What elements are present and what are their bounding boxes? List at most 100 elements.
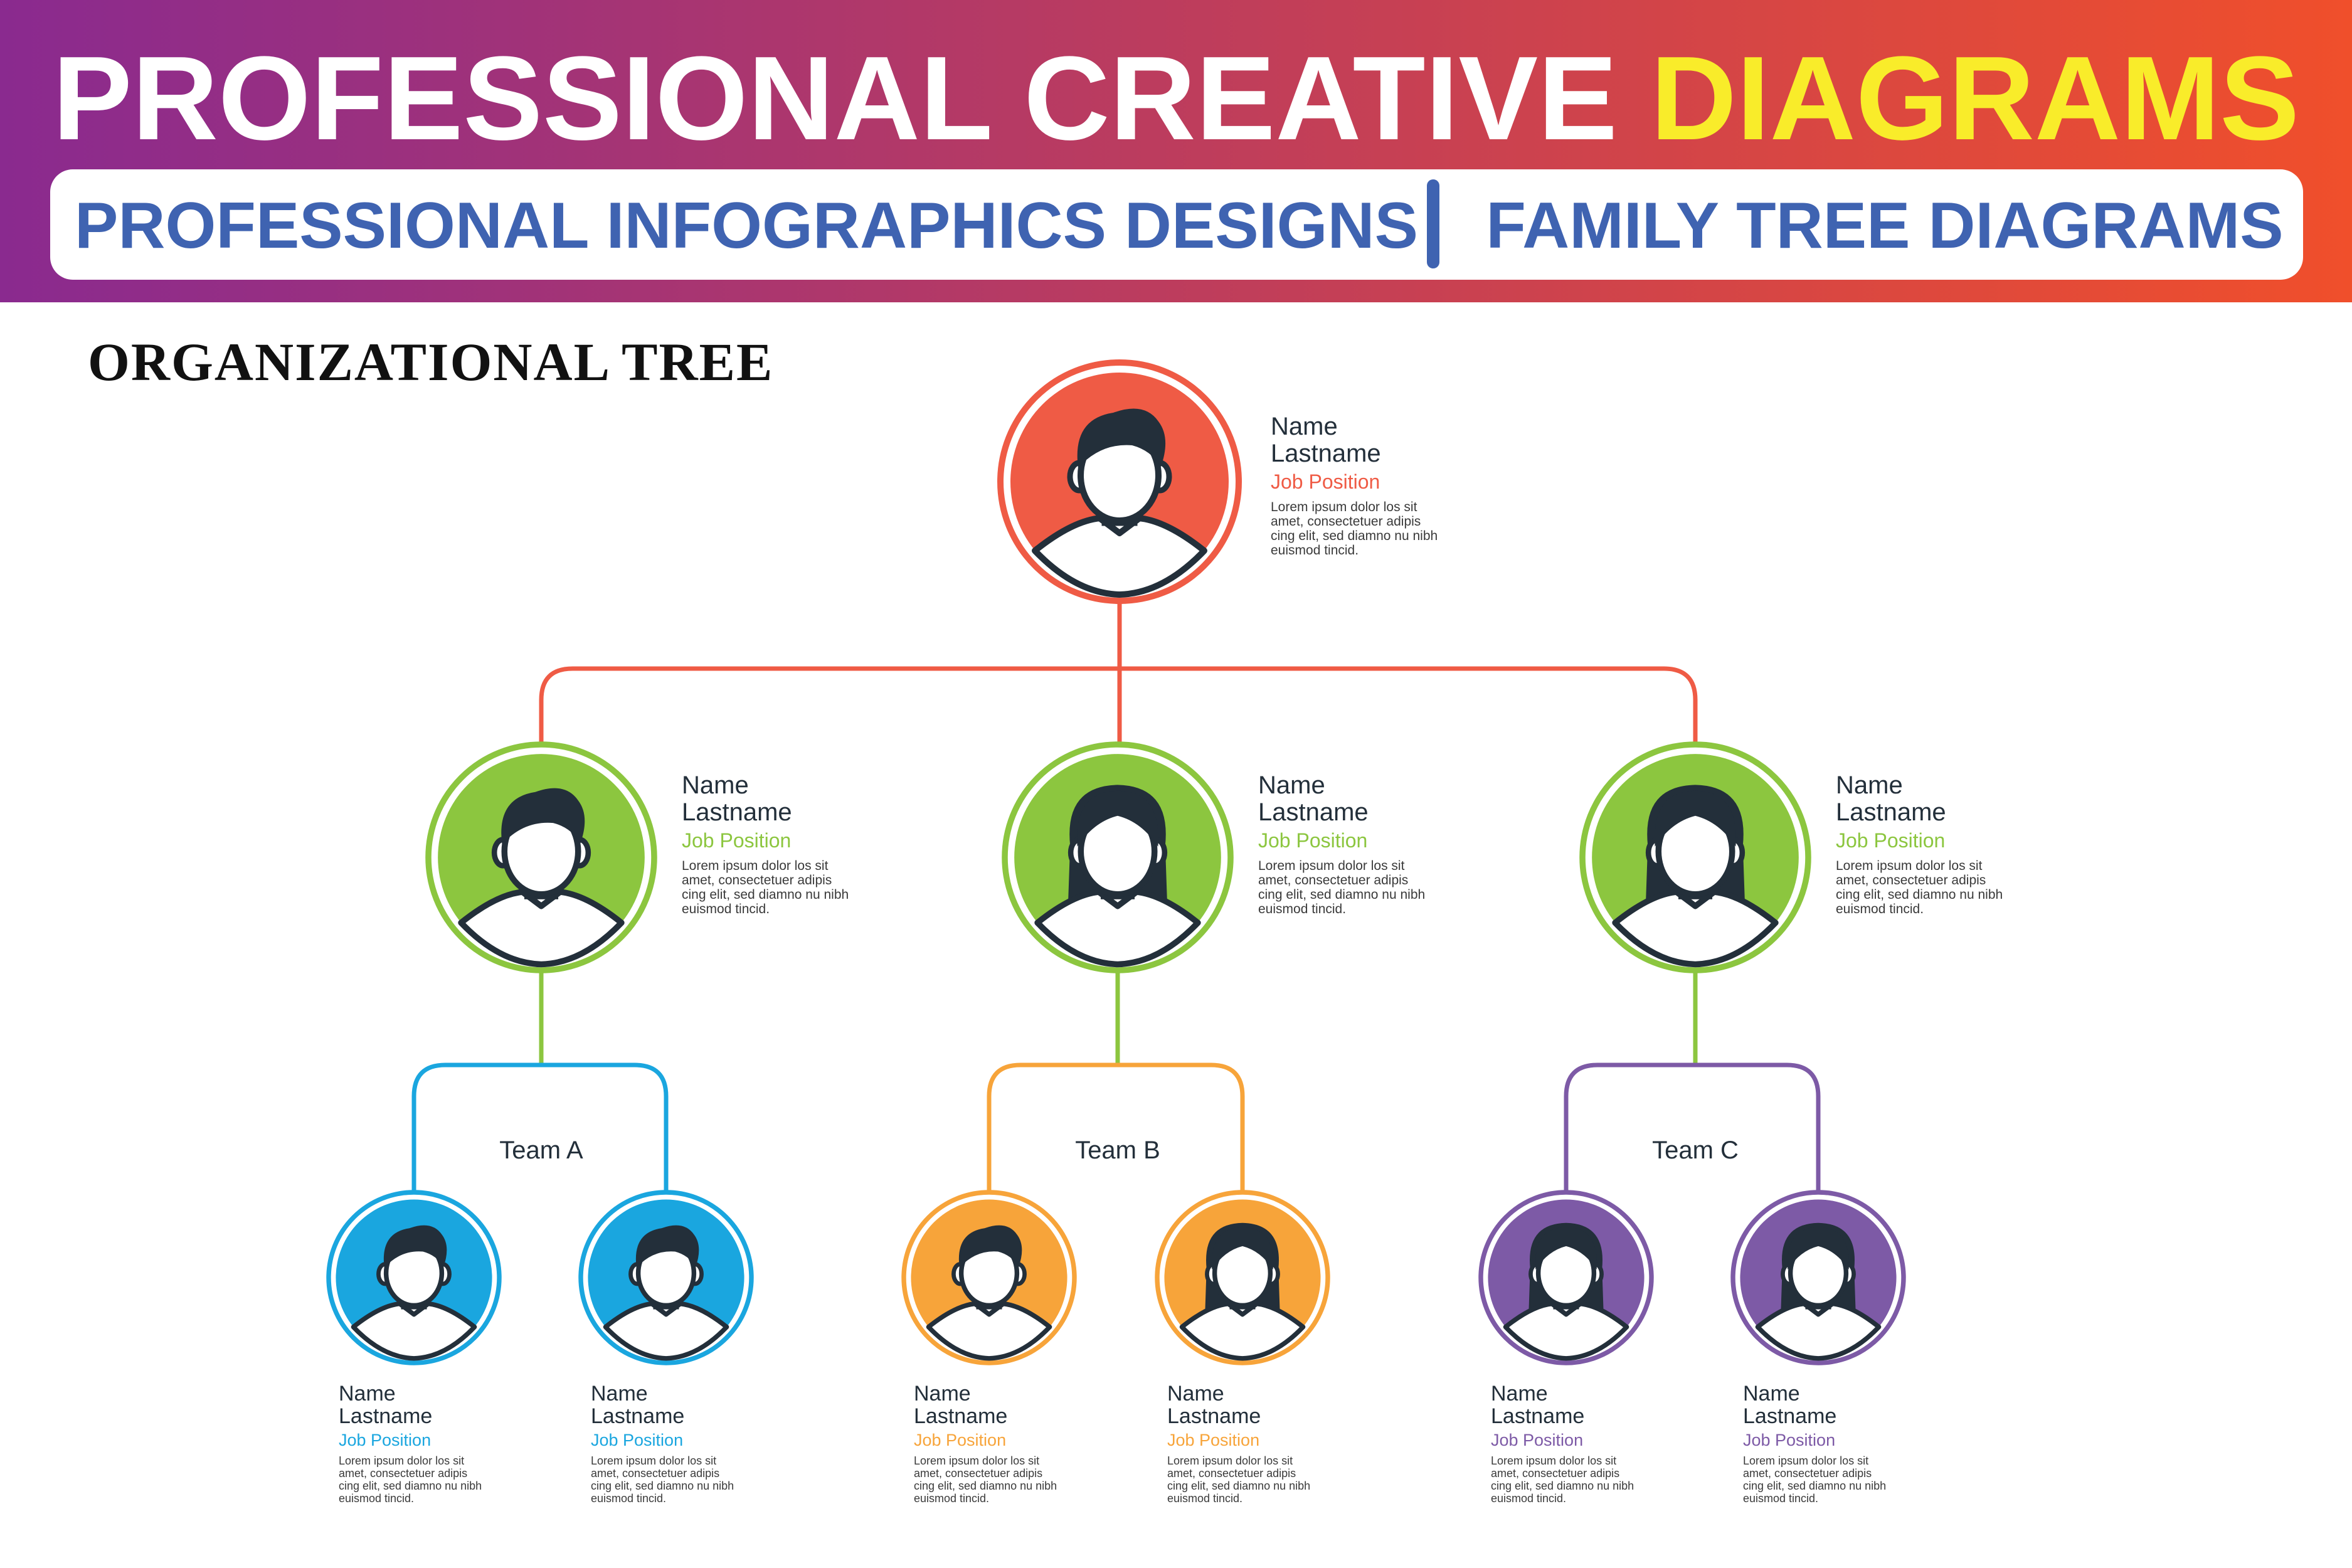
hair <box>958 1225 1022 1268</box>
connector-team-branch <box>411 1062 669 1195</box>
person-description: euismod tincid. <box>914 1492 989 1505</box>
person-description: cing elit, sed diamno nu nibh <box>591 1480 734 1492</box>
hair <box>383 1225 447 1268</box>
person-name: Name <box>339 1382 396 1406</box>
shirt <box>603 1301 729 1361</box>
person-name: Name <box>591 1382 648 1406</box>
connector-root-branch <box>539 666 1698 747</box>
female-avatar-icon <box>1034 785 1201 968</box>
female-avatar-icon <box>1612 785 1779 968</box>
subtitle-right: FAMILY TREE DIAGRAMS <box>1486 189 2283 262</box>
person-description: amet, consectetuer adipis <box>1271 514 1421 529</box>
female-avatar-icon <box>1503 1222 1629 1361</box>
hair <box>501 788 585 845</box>
person-description: euismod tincid. <box>1743 1492 1818 1505</box>
hair <box>635 1225 699 1268</box>
person-description: amet, consectetuer adipis <box>1167 1467 1296 1480</box>
person-job-position: Job Position <box>339 1431 431 1449</box>
person-lastname: Lastname <box>339 1404 432 1428</box>
hair <box>1535 1227 1597 1270</box>
person-job-position: Job Position <box>682 829 791 852</box>
team-label: Team B <box>1075 1136 1160 1164</box>
person-job-position: Job Position <box>1836 829 1945 852</box>
person-description: amet, consectetuer adipis <box>914 1467 1042 1480</box>
person-name: Name <box>1271 413 1338 440</box>
person-description: Lorem ipsum dolor los sit <box>1271 500 1417 514</box>
shirt <box>926 1301 1052 1361</box>
person-lastname: Lastname <box>1258 798 1369 826</box>
person-description: euismod tincid. <box>1491 1492 1566 1505</box>
shirt <box>458 889 625 968</box>
person-name: Name <box>1491 1382 1548 1406</box>
person-description: euismod tincid. <box>1167 1492 1242 1505</box>
subtitle-divider <box>1427 179 1439 268</box>
hair <box>1077 408 1166 468</box>
male-avatar-icon <box>603 1225 729 1361</box>
person-description: Lorem ipsum dolor los sit <box>1258 859 1405 873</box>
male-avatar-icon <box>458 788 625 968</box>
male-avatar-icon <box>1032 408 1207 598</box>
hair <box>1077 790 1158 847</box>
person-description: amet, consectetuer adipis <box>339 1467 467 1480</box>
person-description: cing elit, sed diamno nu nibh <box>914 1480 1057 1492</box>
hair <box>1211 1227 1274 1270</box>
person-description: cing elit, sed diamno nu nibh <box>1836 887 2003 902</box>
person-description: amet, consectetuer adipis <box>1836 873 1986 887</box>
person-lastname: Lastname <box>1271 440 1381 467</box>
subtitle-bar <box>50 169 2303 280</box>
shirt <box>1503 1301 1629 1361</box>
male-avatar-icon <box>351 1225 477 1361</box>
person-name: Name <box>1167 1382 1224 1406</box>
person-name: Name <box>1743 1382 1800 1406</box>
person-description: euismod tincid. <box>591 1492 666 1505</box>
person-name: Name <box>1836 771 1903 799</box>
person-job-position: Job Position <box>1258 829 1367 852</box>
person-description: cing elit, sed diamno nu nibh <box>1167 1480 1310 1492</box>
hair <box>1787 1227 1850 1270</box>
person-description: cing elit, sed diamno nu nibh <box>682 887 849 902</box>
connector-team-branch <box>1564 1062 1821 1195</box>
team-label: Team A <box>499 1136 583 1164</box>
person-job-position: Job Position <box>1491 1431 1583 1449</box>
person-description: cing elit, sed diamno nu nibh <box>339 1480 482 1492</box>
person-description: Lorem ipsum dolor los sit <box>1743 1454 1868 1467</box>
person-description: Lorem ipsum dolor los sit <box>682 859 829 873</box>
person-lastname: Lastname <box>1167 1404 1261 1428</box>
person-description: amet, consectetuer adipis <box>682 873 832 887</box>
shirt <box>1612 889 1779 968</box>
person-description: cing elit, sed diamno nu nibh <box>1258 887 1425 902</box>
person-lastname: Lastname <box>1743 1404 1836 1428</box>
person-lastname: Lastname <box>1836 798 1946 826</box>
female-avatar-icon <box>1755 1222 1882 1361</box>
person-lastname: Lastname <box>1491 1404 1584 1428</box>
person-description: euismod tincid. <box>682 902 770 916</box>
header-banner: PROFESSIONAL CREATIVE DIAGRAMS PROFESSIO… <box>0 0 2352 302</box>
person-job-position: Job Position <box>1743 1431 1835 1449</box>
person-description: amet, consectetuer adipis <box>1743 1467 1872 1480</box>
person-lastname: Lastname <box>591 1404 684 1428</box>
person-lastname: Lastname <box>682 798 792 826</box>
shirt <box>1032 515 1207 598</box>
person-description: euismod tincid. <box>1836 902 1924 916</box>
person-name: Name <box>1258 771 1325 799</box>
person-description: cing elit, sed diamno nu nibh <box>1271 529 1438 543</box>
person-description: cing elit, sed diamno nu nibh <box>1491 1480 1634 1492</box>
person-description: Lorem ipsum dolor los sit <box>591 1454 716 1467</box>
person-lastname: Lastname <box>914 1404 1007 1428</box>
shirt <box>1034 889 1201 968</box>
hair <box>1655 790 1736 847</box>
person-job-position: Job Position <box>914 1431 1006 1449</box>
connector-team-branch <box>987 1062 1245 1195</box>
person-name: Name <box>914 1382 971 1406</box>
person-description: amet, consectetuer adipis <box>1258 873 1408 887</box>
person-description: Lorem ipsum dolor los sit <box>914 1454 1039 1467</box>
section-title: ORGANIZATIONAL TREE <box>88 332 773 392</box>
